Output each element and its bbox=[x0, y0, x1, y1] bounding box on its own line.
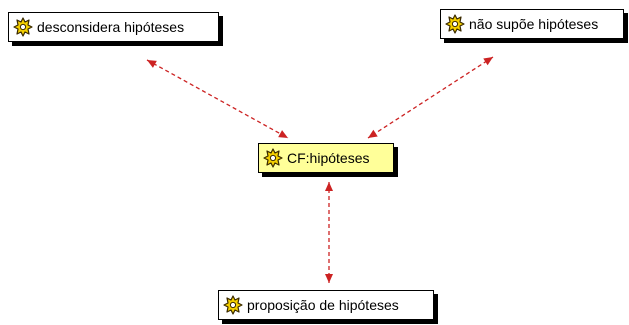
concept-gear-icon bbox=[263, 148, 283, 168]
edge-desconsidera-to-center[interactable] bbox=[146, 59, 289, 139]
arrowhead-center-from-proposicao bbox=[325, 182, 333, 191]
concept-node-center[interactable]: CF:hipóteses bbox=[258, 143, 394, 173]
arrowhead-desconsidera-end bbox=[147, 60, 157, 68]
concept-gear-icon bbox=[223, 295, 243, 315]
concept-node-nao-supoe[interactable]: não supõe hipóteses bbox=[440, 9, 624, 39]
concept-node-label: não supõe hipóteses bbox=[469, 16, 599, 32]
arrowhead-nao-supoe-end bbox=[483, 57, 493, 66]
arrowhead-center-from-nao-supoe bbox=[368, 129, 378, 138]
concept-node-label: CF:hipóteses bbox=[287, 150, 370, 166]
concept-node-proposicao[interactable]: proposição de hipóteses bbox=[218, 290, 434, 320]
concept-node-label: proposição de hipóteses bbox=[247, 297, 399, 313]
edge-nao-supoe-to-center[interactable] bbox=[367, 56, 494, 139]
arrowhead-proposicao-end bbox=[325, 274, 333, 283]
concept-node-desconsidera[interactable]: desconsidera hipóteses bbox=[8, 12, 219, 42]
concept-gear-icon bbox=[445, 14, 465, 34]
concept-node-label: desconsidera hipóteses bbox=[37, 19, 185, 35]
concept-gear-icon bbox=[13, 17, 33, 37]
arrowhead-center-from-desconsidera bbox=[278, 130, 288, 138]
